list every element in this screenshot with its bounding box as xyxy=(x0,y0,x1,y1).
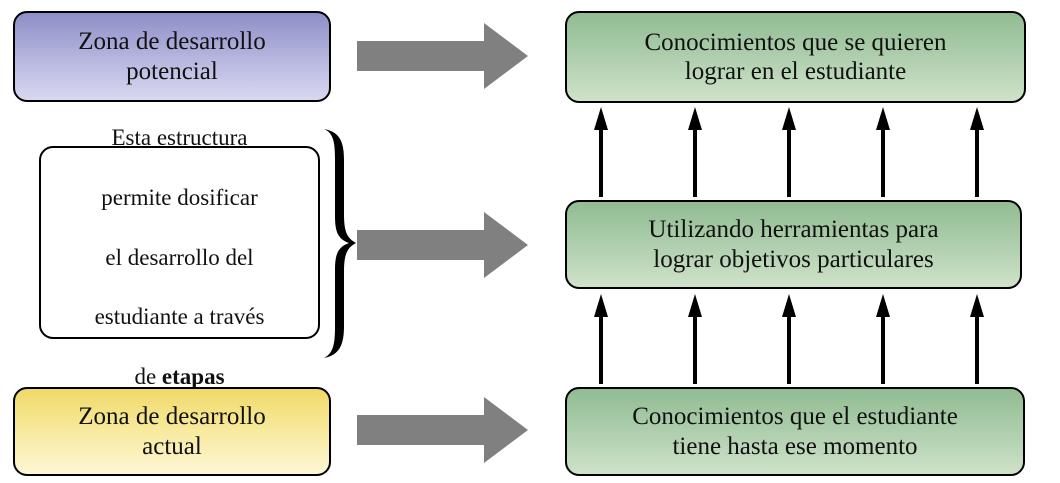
etapas-note-box: Esta estructura permite dosificar el des… xyxy=(39,125,320,389)
note-line-2: permite dosificar xyxy=(101,184,258,210)
up-arrow-stem xyxy=(975,312,979,384)
up-arrow-stem xyxy=(881,312,885,384)
gray-arrow-shaft xyxy=(357,41,487,71)
up-arrow-head-icon xyxy=(875,107,890,130)
up-arrow-stem xyxy=(693,312,697,384)
potential-development-zone-label: Zona de desarrollo potencial xyxy=(78,28,266,85)
note-line-5-prefix: de xyxy=(134,364,162,390)
up-arrow-head-icon xyxy=(593,294,608,317)
up-arrow-stem xyxy=(599,125,603,197)
up-arrow-stem xyxy=(975,125,979,197)
gray-arrow-head xyxy=(484,397,528,463)
current-knowledge-label: Conocimientos que el estudiante tiene ha… xyxy=(632,403,958,460)
up-arrow-stem xyxy=(693,125,697,197)
note-line-1: Esta estructura xyxy=(111,124,248,150)
up-arrow-head-icon xyxy=(687,107,702,130)
up-arrow-stem xyxy=(599,312,603,384)
up-arrow-stem xyxy=(787,125,791,197)
up-arrow-head-icon xyxy=(781,294,796,317)
up-arrow-stem xyxy=(787,312,791,384)
target-knowledge-label: Conocimientos que se quieren lograr en e… xyxy=(644,28,947,86)
note-line-4: estudiante a través xyxy=(94,304,265,330)
gray-arrow-head xyxy=(484,23,528,89)
target-knowledge-box: Conocimientos que se quieren lograr en e… xyxy=(565,11,1026,103)
gray-arrow-head xyxy=(484,212,528,278)
tools-stage-label: Utilizando herramientas para lograr obje… xyxy=(648,216,939,273)
up-arrow-stem xyxy=(881,125,885,197)
up-arrow-head-icon xyxy=(875,294,890,317)
current-development-zone-label: Zona de desarrollo actual xyxy=(78,403,266,460)
up-arrow-head-icon xyxy=(593,107,608,130)
up-arrow-head-icon xyxy=(687,294,702,317)
gray-arrow-shaft xyxy=(357,415,487,445)
gray-arrow-shaft xyxy=(357,230,487,260)
current-development-zone-box: Zona de desarrollo actual xyxy=(13,387,331,476)
etapas-note-text: Esta estructura permite dosificar el des… xyxy=(51,93,308,392)
up-arrow-head-icon xyxy=(969,294,984,317)
current-knowledge-box: Conocimientos que el estudiante tiene ha… xyxy=(565,387,1025,476)
tools-stage-box: Utilizando herramientas para lograr obje… xyxy=(565,200,1022,289)
note-line-5-emphasis: etapas xyxy=(161,364,225,390)
note-line-3: el desarrollo del xyxy=(105,244,254,270)
up-arrow-head-icon xyxy=(969,107,984,130)
curly-brace-icon xyxy=(318,126,356,358)
potential-development-zone-box: Zona de desarrollo potencial xyxy=(13,11,331,102)
up-arrow-head-icon xyxy=(781,107,796,130)
